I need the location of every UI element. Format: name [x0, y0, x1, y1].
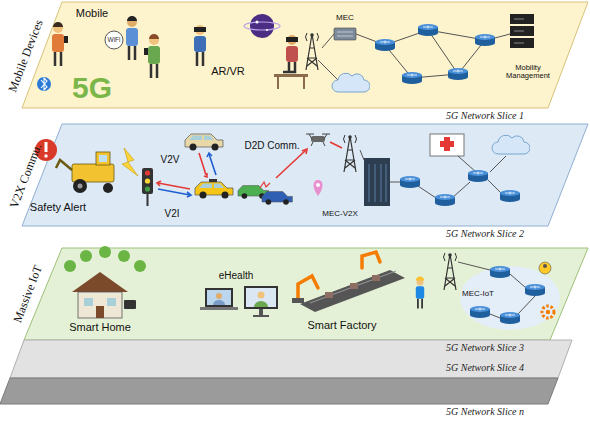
item-label: V2I: [164, 209, 179, 220]
slice-name: 5G Network Slice n: [446, 406, 524, 417]
network-slice-plane: 5G Network Slice n: [0, 376, 590, 424]
item-label: MEC-IoT: [462, 290, 494, 298]
item-label: Safety Alert: [30, 202, 86, 214]
slice2-art: [35, 134, 530, 206]
plane-outline: [0, 378, 558, 404]
item-label: Smart Home: [69, 322, 131, 334]
item-label: MEC: [336, 14, 354, 22]
item-label: AR/VR: [211, 66, 245, 78]
slice-name: 5G Network Slice 4: [446, 362, 524, 373]
slice-name: 5G Network Slice 2: [446, 228, 524, 239]
item-label: 5G: [72, 72, 112, 104]
slice3-art: [64, 246, 560, 330]
item-label: MEC-V2X: [322, 210, 358, 218]
plane-outline: [24, 248, 588, 340]
plane-outline: [22, 2, 588, 108]
item-label: Smart Factory: [307, 320, 376, 332]
item-label: V2V: [161, 155, 180, 166]
plane-outline: [22, 124, 588, 226]
slice-name: 5G Network Slice 3: [446, 342, 524, 353]
plane-outline: [10, 340, 572, 378]
item-label: Mobile: [76, 8, 108, 20]
item-label: Mobility Management: [504, 64, 552, 80]
item-label: WiFi: [108, 37, 121, 44]
item-label: eHealth: [219, 271, 253, 282]
slice-name: 5G Network Slice 1: [446, 110, 524, 121]
item-label: D2D Comm.: [244, 141, 299, 152]
